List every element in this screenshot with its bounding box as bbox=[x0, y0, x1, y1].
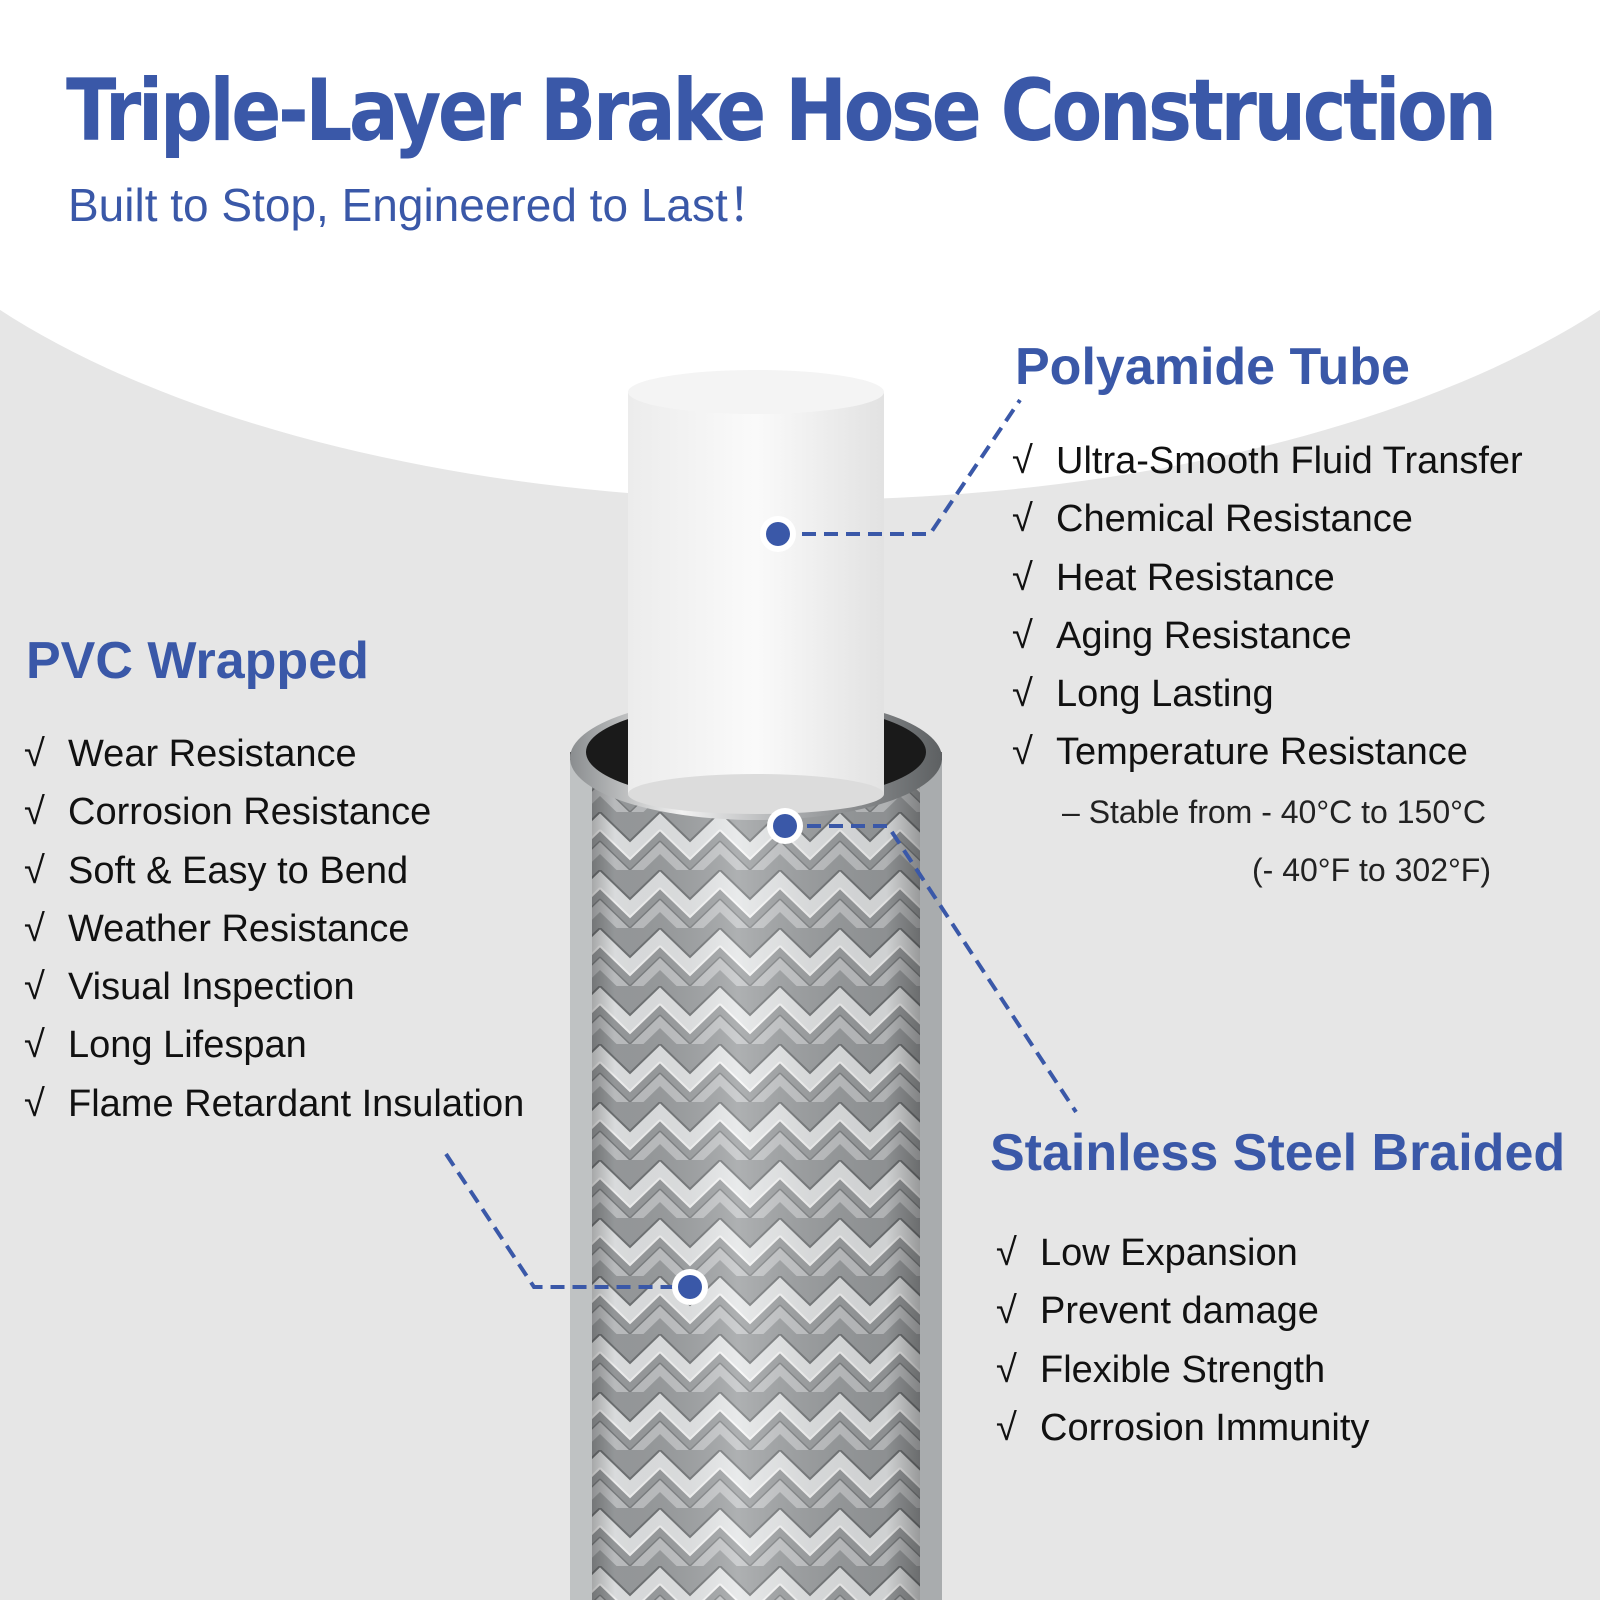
feature-label: Ultra-Smooth Fluid Transfer bbox=[1056, 440, 1523, 482]
feature-item: √ Prevent damage bbox=[996, 1282, 1369, 1340]
check-icon: √ bbox=[996, 1232, 1017, 1274]
callout-steel bbox=[785, 824, 1078, 1114]
check-icon: √ bbox=[24, 849, 45, 892]
pvc-section-title: PVC Wrapped bbox=[26, 632, 369, 690]
feature-label: Flame Retardant Insulation bbox=[68, 1082, 525, 1125]
steel-feature-list: √ Low Expansion √ Prevent damage √ Flexible S… bbox=[996, 1224, 1369, 1457]
braid-shading bbox=[570, 752, 942, 1600]
feature-label: Flexible Strength bbox=[1040, 1348, 1326, 1391]
feature-item: √ Long Lifespan bbox=[24, 1016, 524, 1074]
feature-item: √ Long Lasting bbox=[1012, 665, 1523, 723]
feature-label: Chemical Resistance bbox=[1056, 498, 1413, 541]
feature-label: Weather Resistance bbox=[68, 907, 410, 950]
check-icon: √ bbox=[1012, 614, 1033, 657]
callout-pvc bbox=[444, 1152, 688, 1289]
pvc-edge-right bbox=[920, 760, 942, 1600]
polyamide-section-title: Polyamide Tube bbox=[1015, 338, 1410, 396]
feature-item: √ Visual Inspection bbox=[24, 958, 524, 1016]
pvc-edge-left bbox=[570, 760, 592, 1600]
polyamide-inner-tube bbox=[628, 392, 884, 794]
feature-item: √ Corrosion Resistance bbox=[24, 783, 524, 841]
feature-label: Aging Resistance bbox=[1056, 614, 1352, 657]
feature-label: Long Lifespan bbox=[68, 1024, 307, 1067]
temperature-range-celsius: – Stable from - 40°C to 150°C bbox=[1062, 794, 1487, 830]
feature-item: √ Wear Resistance bbox=[24, 725, 524, 783]
check-icon: √ bbox=[24, 733, 45, 775]
check-icon: √ bbox=[996, 1290, 1017, 1333]
feature-item: √ Corrosion Immunity bbox=[996, 1399, 1369, 1457]
feature-item: √ Weather Resistance bbox=[24, 900, 524, 958]
feature-item: √ Soft & Easy to Bend bbox=[24, 842, 524, 900]
feature-label: Wear Resistance bbox=[68, 733, 357, 775]
check-icon: √ bbox=[1012, 440, 1033, 482]
temperature-range-fahrenheit: (- 40°F to 302°F) bbox=[1252, 852, 1491, 888]
feature-item: √ Aging Resistance bbox=[1012, 607, 1523, 665]
steel-section-title: Stainless Steel Braided bbox=[990, 1124, 1566, 1182]
check-icon: √ bbox=[24, 1024, 45, 1067]
feature-item: √ Flame Retardant Insulation bbox=[24, 1075, 524, 1133]
check-icon: √ bbox=[996, 1348, 1017, 1391]
feature-label: Long Lasting bbox=[1056, 673, 1274, 716]
check-icon: √ bbox=[24, 791, 45, 834]
feature-label: Temperature Resistance bbox=[1056, 731, 1468, 774]
callout-dot-pvc bbox=[678, 1275, 702, 1299]
page-title: Triple-Layer Brake Hose Construction bbox=[66, 61, 1497, 161]
check-icon: √ bbox=[24, 1082, 45, 1125]
check-icon: √ bbox=[996, 1406, 1017, 1449]
check-icon: √ bbox=[1012, 498, 1033, 541]
check-icon: √ bbox=[1012, 556, 1033, 599]
feature-label: Prevent damage bbox=[1040, 1290, 1319, 1333]
feature-label: Visual Inspection bbox=[68, 966, 355, 1009]
callout-dot-polyamide bbox=[766, 522, 790, 546]
feature-item: √ Chemical Resistance bbox=[1012, 490, 1523, 548]
check-icon: √ bbox=[1012, 673, 1033, 716]
callout-polyamide bbox=[780, 398, 1022, 536]
polyamide-feature-list: √ Ultra-Smooth Fluid Transfer √ Chemical Re… bbox=[1012, 432, 1523, 782]
feature-label: Heat Resistance bbox=[1056, 556, 1335, 599]
feature-label: Corrosion Resistance bbox=[68, 791, 432, 834]
callout-line-polyamide bbox=[780, 398, 1022, 536]
feature-label: Soft & Easy to Bend bbox=[68, 849, 409, 892]
feature-item: √ Ultra-Smooth Fluid Transfer bbox=[1012, 432, 1523, 490]
inner-tube-top bbox=[628, 370, 884, 414]
feature-item: √ Flexible Strength bbox=[996, 1341, 1369, 1399]
hose bbox=[570, 370, 942, 1600]
background-white-arc bbox=[0, 0, 1600, 500]
check-icon: √ bbox=[24, 966, 45, 1009]
callout-dot-steel bbox=[773, 814, 797, 838]
callout-line-steel bbox=[785, 824, 1078, 1114]
pvc-feature-list: √ Wear Resistance √ Corrosion Resistance √ So… bbox=[24, 725, 524, 1133]
check-icon: √ bbox=[24, 907, 45, 950]
check-icon: √ bbox=[1012, 731, 1033, 774]
page-subtitle: Built to Stop, Engineered to Last！ bbox=[68, 179, 774, 231]
feature-label: Corrosion Immunity bbox=[1040, 1406, 1370, 1449]
feature-label: Low Expansion bbox=[1040, 1232, 1298, 1274]
feature-item: √ Low Expansion bbox=[996, 1224, 1369, 1282]
inner-tube-base bbox=[628, 774, 884, 814]
callout-line-pvc bbox=[444, 1152, 688, 1289]
feature-item: √ Temperature Resistance bbox=[1012, 723, 1523, 781]
feature-item: √ Heat Resistance bbox=[1012, 549, 1523, 607]
